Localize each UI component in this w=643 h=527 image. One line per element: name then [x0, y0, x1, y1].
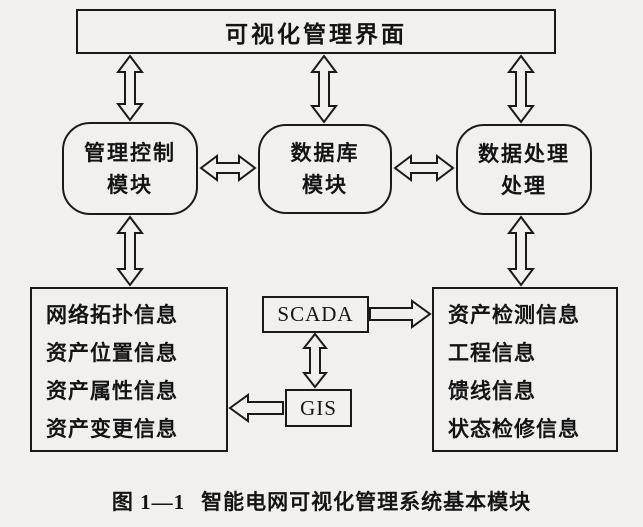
asset-info-box: 资产检测信息 工程信息 馈线信息 状态检修信息 [432, 287, 618, 452]
arrow-scada-gis [301, 332, 329, 389]
gis-label: GIS [300, 395, 337, 420]
module-control-line2: 模块 [107, 172, 153, 197]
figure-caption: 图 1—1 智能电网可视化管理系统基本模块 [0, 486, 643, 516]
module-database-line1: 数据库 [290, 141, 360, 165]
arrow-top-processing [507, 54, 535, 124]
info-line: 网络拓扑信息 [46, 303, 178, 327]
top-interface-label: 可视化管理界面 [225, 21, 407, 47]
info-line: 工程信息 [448, 341, 536, 365]
info-line: 状态检修信息 [448, 417, 580, 441]
figure-number: 图 1—1 [111, 490, 186, 514]
top-interface-box: 可视化管理界面 [76, 9, 556, 54]
module-control-box: 管理控制 模块 [62, 122, 198, 215]
module-database-line2: 模块 [302, 173, 348, 197]
arrow-database-processing [393, 154, 455, 182]
module-processing-line1: 数据处理 [478, 141, 570, 166]
arrow-control-database [199, 154, 257, 182]
arrow-control-leftinfo [116, 215, 144, 287]
gis-box: GIS [285, 389, 352, 427]
module-processing-line2: 处理 [501, 173, 547, 198]
scada-label: SCADA [277, 302, 354, 326]
figure-title: 智能电网可视化管理系统基本模块 [201, 490, 532, 514]
info-line: 资产检测信息 [448, 303, 580, 327]
arrow-top-database [310, 54, 338, 124]
module-processing-box: 数据处理 处理 [456, 124, 592, 215]
info-line: 馈线信息 [448, 379, 536, 403]
info-line: 资产属性信息 [46, 379, 178, 403]
module-control-line1: 管理控制 [84, 140, 176, 165]
arrow-top-control [116, 54, 144, 122]
scada-box: SCADA [262, 296, 369, 333]
arrow-gis-leftinfo [228, 393, 284, 423]
network-info-box: 网络拓扑信息 资产位置信息 资产属性信息 资产变更信息 [30, 287, 228, 452]
module-database-box: 数据库 模块 [258, 124, 392, 214]
info-line: 资产位置信息 [46, 341, 178, 365]
info-line: 资产变更信息 [46, 417, 178, 441]
arrow-processing-rightinfo [507, 215, 535, 287]
arrow-scada-rightinfo [369, 299, 432, 329]
